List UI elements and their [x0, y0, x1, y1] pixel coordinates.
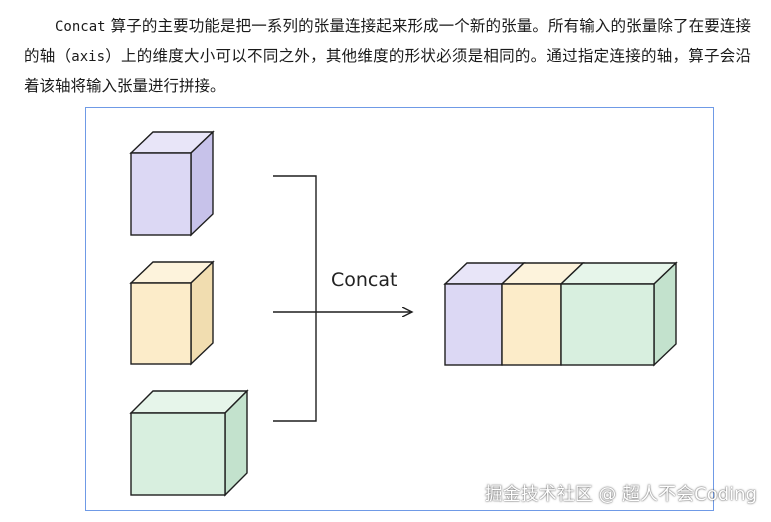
concat-label: Concat — [331, 269, 397, 291]
intro-text-1: 算子的主要功能是把一系列的张量连接起来形成一个新的张量。所有输入的张量除了在要连… — [24, 17, 751, 65]
input-tensor-yellow — [129, 260, 215, 366]
concat-diagram-svg: Concat — [129, 130, 678, 497]
output-yellow-front — [501, 283, 562, 366]
output-purple-front — [444, 283, 503, 366]
intro-text-2: ）上的维度大小可以不同之外，其他维度的形状必须是相同的。通过指定连接的轴，算子会… — [24, 47, 751, 95]
input-tensor-green — [129, 389, 249, 497]
concat-code-term: Concat — [55, 19, 106, 35]
site-watermark: 掘金技术社区 @ 超人不会Coding — [484, 484, 757, 505]
output-green-front — [560, 283, 655, 366]
yellow-front-face — [130, 282, 192, 365]
concat-diagram: Concat — [85, 107, 714, 511]
intro-paragraph: Concat 算子的主要功能是把一系列的张量连接起来形成一个新的张量。所有输入的… — [24, 12, 751, 101]
input-tensor-purple — [129, 130, 215, 237]
input-bracket — [273, 175, 317, 422]
axis-code-term: axis — [71, 49, 105, 65]
green-front-face — [130, 412, 226, 496]
purple-front-face — [130, 152, 192, 236]
output-tensor — [443, 261, 678, 367]
